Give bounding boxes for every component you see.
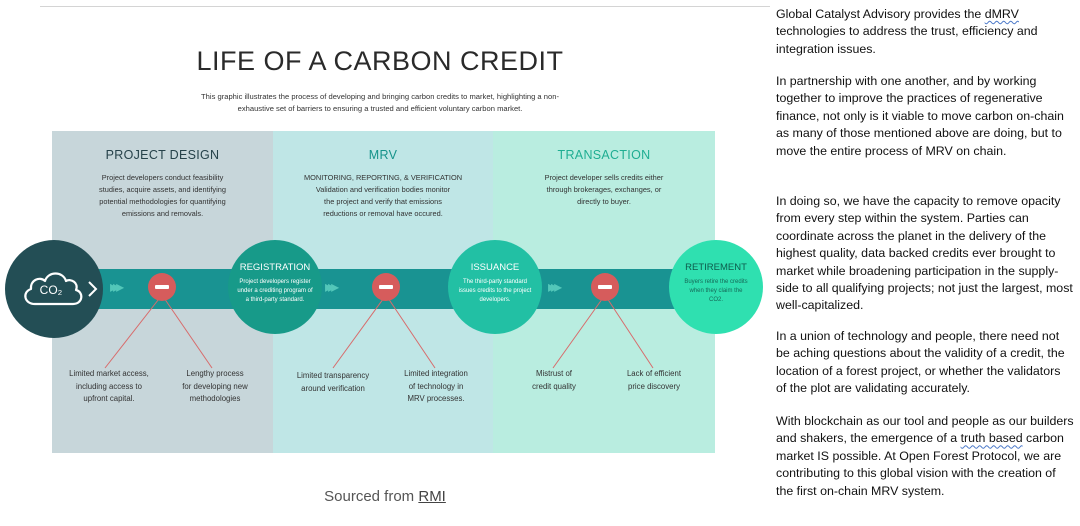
infographic-subtitle: This graphic illustrates the process of … bbox=[201, 92, 559, 113]
top-divider bbox=[40, 6, 770, 7]
barrier-icon bbox=[591, 273, 619, 301]
co2-circle: CO₂ bbox=[5, 240, 103, 338]
registration-circle: REGISTRATION Project developers register… bbox=[228, 240, 322, 334]
issuance-title: ISSUANCE bbox=[470, 262, 520, 273]
barrier-text: Limited integration of technology in MRV… bbox=[404, 369, 468, 403]
issuance-desc: The third-party standard issues credits … bbox=[458, 279, 532, 303]
retirement-desc: Buyers retire the credits when they clai… bbox=[684, 279, 748, 303]
spellcheck-phrase: truth based bbox=[960, 431, 1023, 446]
mrv-desc: MONITORING, REPORTING, & VERIFICATION Va… bbox=[280, 172, 486, 220]
source-link[interactable]: RMI bbox=[418, 488, 446, 505]
spellcheck-word: dMRV bbox=[984, 7, 1019, 21]
paragraph-5: With blockchain as our tool and people a… bbox=[776, 414, 1074, 498]
barrier-text: Mistrust of credit quality bbox=[532, 369, 576, 391]
barrier-text: Limited market access, including access … bbox=[69, 369, 149, 403]
paragraph-4: In a union of technology and people, the… bbox=[776, 329, 1065, 396]
cloud-icon bbox=[24, 272, 98, 306]
source-caption: Sourced from RMI bbox=[324, 488, 446, 505]
paragraph-2: In partnership with one another, and by … bbox=[776, 74, 1064, 158]
barrier-text: Limited transparency around verification bbox=[296, 371, 370, 393]
transaction-title: TRANSACTION bbox=[557, 148, 651, 162]
barrier-text: Lengthy process for developing new metho… bbox=[182, 369, 248, 403]
project-design-desc: Project developers conduct feasibility s… bbox=[99, 173, 226, 218]
paragraph-1: Global Catalyst Advisory provides the dM… bbox=[776, 7, 1038, 56]
mrv-subtitle: MONITORING, REPORTING, & VERIFICATION bbox=[303, 173, 463, 182]
barrier-icon bbox=[372, 273, 400, 301]
registration-desc: Project developers register under a cred… bbox=[237, 279, 313, 303]
registration-title: REGISTRATION bbox=[239, 262, 311, 273]
barrier-icon bbox=[148, 273, 176, 301]
mrv-title: MRV bbox=[368, 148, 398, 162]
infographic-title: LIFE OF A CARBON CREDIT bbox=[196, 46, 564, 76]
co2-label: CO₂ bbox=[39, 283, 63, 297]
transaction-desc: Project developer sells credits either t… bbox=[544, 173, 664, 206]
retirement-circle: RETIREMENT Buyers retire the credits whe… bbox=[669, 240, 763, 334]
retirement-title: RETIREMENT bbox=[685, 262, 747, 273]
barrier-text: Lack of efficient price discovery bbox=[626, 369, 682, 391]
issuance-circle: ISSUANCE The third-party standard issues… bbox=[448, 240, 542, 334]
paragraph-3: In doing so, we have the capacity to rem… bbox=[776, 194, 1073, 313]
project-design-title: PROJECT DESIGN bbox=[105, 148, 220, 162]
